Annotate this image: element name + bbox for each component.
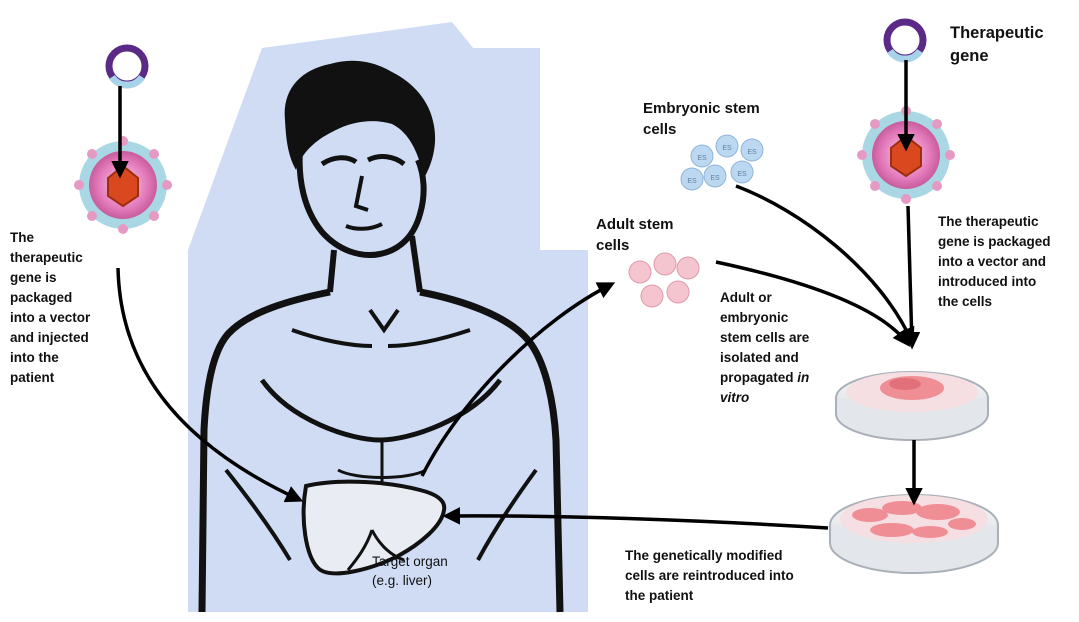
label-isolation-step-italic-2: vitro xyxy=(720,390,749,405)
culture-dish-bottom xyxy=(830,495,998,573)
label-embryonic-stem-cells: Embryonic stem cells xyxy=(643,98,760,140)
label-therapeutic-gene: Therapeutic gene xyxy=(950,22,1044,68)
adult-cell xyxy=(667,281,689,303)
label-isolation-step-italic-1: in xyxy=(797,370,809,385)
label-reintroduction-step: The genetically modified cells are reint… xyxy=(625,546,794,606)
label-isolation-step-main: Adult or embryonic stem cells are isolat… xyxy=(720,290,809,385)
label-isolation-step: Adult or embryonic stem cells are isolat… xyxy=(720,288,809,408)
svg-text:ES: ES xyxy=(710,175,720,182)
culture-dish-top xyxy=(836,372,988,440)
label-target-organ: Target organ (e.g. liver) xyxy=(372,552,448,590)
adult-cell xyxy=(641,285,663,307)
label-adult-stem-cells: Adult stem cells xyxy=(596,214,674,256)
embryonic-cell: ES xyxy=(741,139,763,161)
adult-cell xyxy=(677,257,699,279)
svg-text:ES: ES xyxy=(687,178,697,185)
adult-stem-cells-cluster xyxy=(629,253,699,307)
svg-text:ES: ES xyxy=(737,171,747,178)
viral-vector-icon-left xyxy=(74,136,172,234)
svg-text:ES: ES xyxy=(697,155,707,162)
adult-cell xyxy=(654,253,676,275)
adult-cell xyxy=(629,261,651,283)
label-in-vivo-step: The therapeutic gene is packaged into a … xyxy=(10,228,90,388)
embryonic-cell: ES xyxy=(681,168,703,190)
embryonic-cell: ES xyxy=(704,165,726,187)
embryonic-cell: ES xyxy=(691,145,713,167)
plasmid-icon-left xyxy=(109,48,145,85)
arrow-vector-to-dish xyxy=(908,206,912,346)
svg-text:ES: ES xyxy=(722,145,732,152)
embryonic-stem-cells-cluster: ES ES ES ES ES ES xyxy=(681,135,763,190)
label-ex-vivo-packaging-step: The therapeutic gene is packaged into a … xyxy=(938,212,1051,312)
plasmid-icon-right xyxy=(887,22,923,59)
svg-text:ES: ES xyxy=(747,149,757,156)
embryonic-cell: ES xyxy=(731,161,753,183)
